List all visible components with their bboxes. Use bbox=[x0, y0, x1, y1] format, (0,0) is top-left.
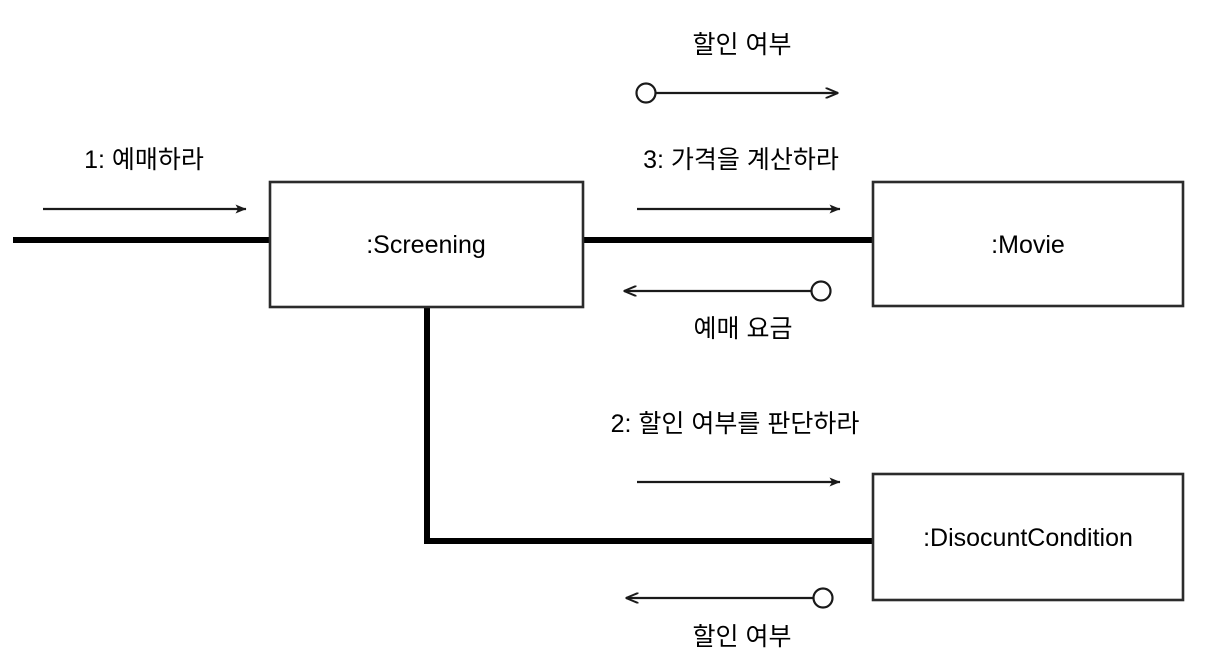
message-discount-result-bottom[interactable]: 할인 여부 bbox=[626, 587, 834, 652]
link-screening-discountcondition bbox=[424, 307, 873, 544]
message-discount-result-bottom-label: 할인 여부 bbox=[693, 623, 792, 651]
message-discount-result-top[interactable]: 할인 여부 bbox=[635, 31, 839, 104]
message-calculate-price[interactable]: 3: 가격을 계산하라 bbox=[637, 146, 841, 214]
message-reservation-fee-origin-dot bbox=[810, 280, 832, 302]
object-movie-label: :Movie bbox=[991, 231, 1065, 259]
object-discountcondition[interactable]: :DisocuntCondition bbox=[871, 472, 1185, 602]
association-links bbox=[13, 237, 873, 544]
object-screening-box[interactable] bbox=[268, 180, 585, 309]
message-discount-result-top-origin-dot bbox=[635, 82, 657, 104]
message-reservation-fee[interactable]: 예매 요금 bbox=[624, 280, 832, 344]
object-screening-label: :Screening bbox=[366, 231, 486, 259]
message-judge-discount[interactable]: 2: 할인 여부를 판단하라 bbox=[611, 410, 860, 487]
object-discountcondition-label: :DisocuntCondition bbox=[923, 524, 1133, 552]
object-discountcondition-box[interactable] bbox=[871, 472, 1185, 602]
message-discount-result-bottom-origin-dot bbox=[812, 587, 834, 609]
message-reservation-fee-label: 예매 요금 bbox=[694, 315, 793, 343]
message-discount-result-top-label: 할인 여부 bbox=[693, 31, 792, 59]
message-reserve-label: 1: 예매하라 bbox=[84, 146, 204, 174]
object-movie-box[interactable] bbox=[871, 180, 1185, 308]
message-calculate-price-label: 3: 가격을 계산하라 bbox=[643, 146, 839, 174]
object-screening[interactable]: :Screening bbox=[268, 180, 585, 309]
object-movie[interactable]: :Movie bbox=[871, 180, 1185, 308]
message-judge-discount-label: 2: 할인 여부를 판단하라 bbox=[611, 410, 860, 438]
message-reserve[interactable]: 1: 예매하라 bbox=[43, 146, 247, 214]
